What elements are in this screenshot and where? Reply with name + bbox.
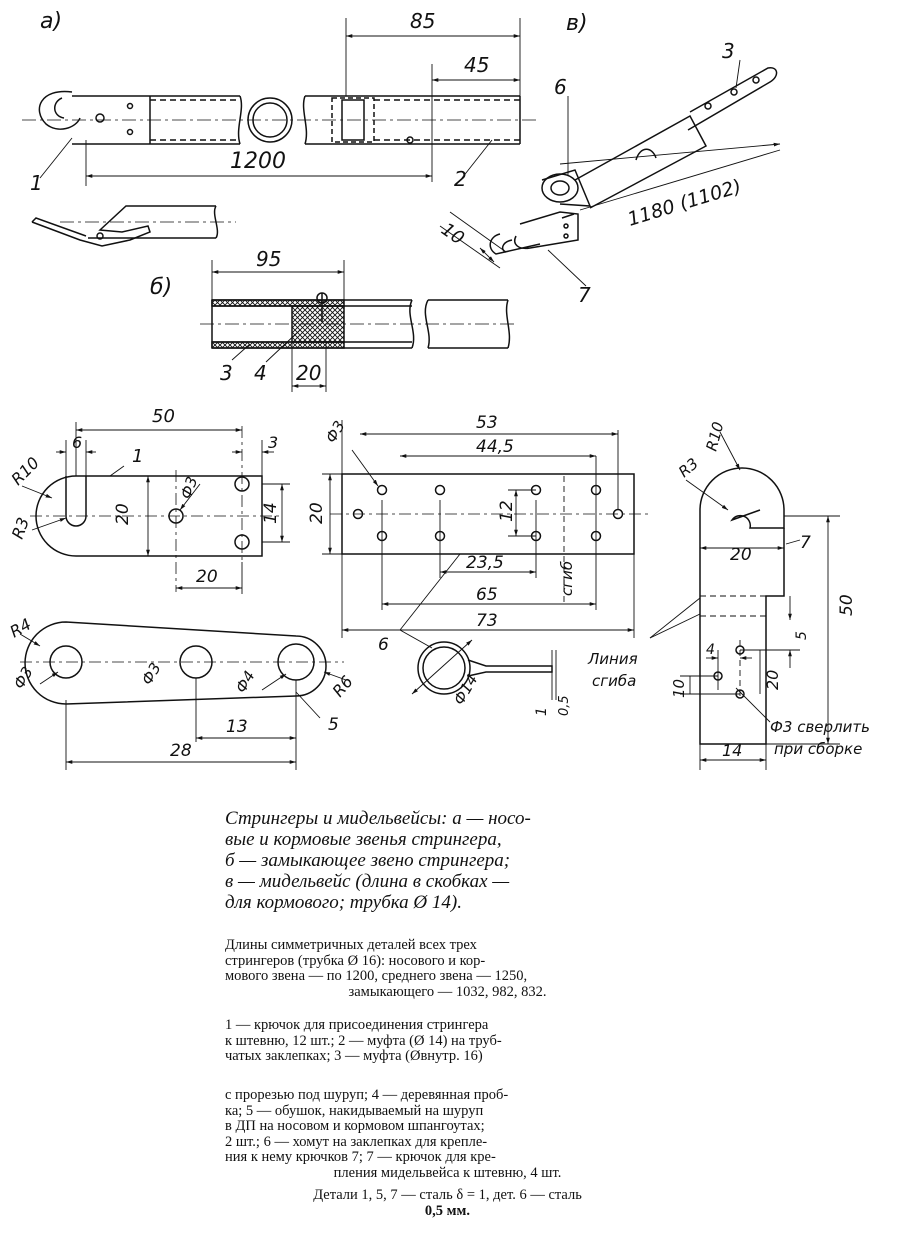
dim-50-part7: 50 [837,594,857,616]
r10-part7: R10 [702,420,727,453]
dim-13: 13 [226,717,248,737]
note2-line-1: 1 — крючок для присоединения стрингера [225,1017,489,1033]
note2-line-2: к штевню, 12 шт.; 2 — муфта (Ø 14) на тр… [225,1032,502,1049]
phi4-part5: Ф4 [232,668,259,696]
dim-20v-part7: 20 [763,670,782,690]
dim-20-part7: 20 [730,545,752,565]
drill-label-1: Ф3 сверлить [770,718,870,736]
view-label-v: в) [566,11,588,36]
part-label-1a: 1 [30,171,43,195]
dim-23-5: 23,5 [466,553,504,573]
note-materials: Детали 1, 5, 7 — сталь δ = 1, дет. 6 — с… [225,1187,670,1219]
note1-line-2: стрингеров (трубка Ø 16): носового и кор… [225,952,486,969]
r6-part5: R6 [329,672,357,701]
note-parts-legend-cont: с прорезью под шуруп; 4 — деревянная про… [225,1087,670,1181]
note-lengths: Длины симметричных деталей всех трех стр… [225,937,670,1000]
note3-line-3: в ДП на носовом и кормовом шпангоутах; [225,1118,485,1134]
r4-part5: R4 [7,614,35,641]
part-7-hook-bracket [649,431,840,770]
r3-part1: R3 [8,515,33,542]
part-label-6v: 6 [554,75,567,99]
part-6-clamp-flat [322,420,648,700]
bend-line-label-1: Линия [587,650,638,668]
note2-line-3: чатых заклепках; 3 — муфта (Øвнутр. 16) [225,1048,483,1064]
phi3-part1: Ф3 [177,474,202,501]
bend-label: сгиб [558,561,576,596]
caption-line-4: в — мидельвейс (длина в скобках — [225,871,510,892]
part-label-3b: 3 [220,361,233,385]
note3-line-2: ка; 5 — обушок, накидываемый на шуруп [225,1102,484,1119]
view-label-a: а) [40,9,62,34]
bend-line-label-2: сгиба [592,672,636,690]
dim-50-part1: 50 [152,406,175,427]
dim-28: 28 [170,741,192,761]
dim-3-part1: 3 [268,433,278,452]
dim-10v: 10 [437,219,468,249]
dim-20b: 20 [296,361,321,385]
dim-1180: 1180 (1102) [625,175,744,230]
dim-14-part7: 14 [722,741,742,760]
dim-1200: 1200 [230,149,286,174]
part-label-2: 2 [454,167,467,191]
dim-44-5: 44,5 [476,437,514,457]
part-label-7: 7 [800,533,811,553]
part-label-4: 4 [254,361,267,385]
figure-caption: Стрингеры и мидельвейсы: а — носо- вые и… [225,808,665,913]
dim-5-part7: 5 [794,631,810,640]
note-parts-legend: 1 — крючок для присоединения стрингера к… [225,1017,670,1065]
part-label-3v: 3 [722,39,735,63]
note4-line-2: 0,5 мм. [424,1202,471,1219]
part-label-1: 1 [132,446,143,467]
view-b-closing-link [200,260,518,392]
note3-line-1: с прорезью под шуруп; 4 — деревянная про… [225,1087,509,1103]
dim-53: 53 [476,413,498,433]
note1-line-4: замыкающего — 1032, 982, 832. [348,983,547,1000]
dim-6-part1: 6 [72,433,82,452]
note4-line-1: Детали 1, 5, 7 — сталь δ = 1, дет. 6 — с… [313,1187,582,1203]
part-label-5: 5 [328,715,339,735]
part-label-7v: 7 [578,283,591,307]
dim-65: 65 [476,585,498,605]
phi14: Ф14 [450,671,482,708]
phi3b-part5: Ф3 [138,660,165,688]
view-label-b: б) [150,275,172,300]
dim-45: 45 [464,53,489,77]
dim-4-part7: 4 [706,642,715,658]
dim-14-part1: 14 [261,502,281,524]
note3-line-6: пления мидельвейса к штевню, 4 шт. [333,1164,562,1181]
r10-part1: R10 [7,453,43,489]
note1-line-1: Длины симметричных деталей всех трех [225,937,477,953]
caption-line-1: Стрингеры и мидельвейсы: а — носо- [225,808,531,829]
part-label-6: 6 [378,635,389,655]
view-v-midelweiss [439,59,781,287]
dim-20h-part1: 20 [196,567,218,587]
technical-drawing: а) б) в) 85 45 1200 1 2 95 20 3 4 3 6 7 … [7,9,870,770]
caption-line-2: вые и кормовые звенья стрингера, [225,829,502,850]
part-1-hook-flat [21,422,290,594]
dim-73: 73 [476,611,498,631]
part-5-eye-plate [19,621,347,770]
note3-line-5: ния к нему крючков 7; 7 — крючок для кре… [225,1149,496,1165]
r3-part7: R3 [675,454,702,481]
dim-12: 12 [497,500,517,522]
dim-85: 85 [410,9,435,33]
thickness-05: 0,5 [557,695,572,716]
view-a-stringer-links [22,18,540,247]
drill-label-2: при сборке [774,740,862,758]
phi3-part6: Ф3 [322,418,349,446]
thickness-1: 1 [534,707,550,716]
note3-line-4: 2 шт.; 6 — хомут на заклепках для крепле… [225,1133,488,1150]
caption-line-5: для кормового; трубка Ø 14). [225,892,462,913]
dim-95: 95 [256,247,281,271]
dim-10-part7: 10 [670,679,688,698]
caption-line-3: б — замыкающее звено стрингера; [225,850,511,871]
dim-20-part6: 20 [307,502,327,524]
note1-line-3: мового звена — по 1200, среднего звена —… [225,968,528,984]
dim-20v-part1: 20 [113,503,133,525]
